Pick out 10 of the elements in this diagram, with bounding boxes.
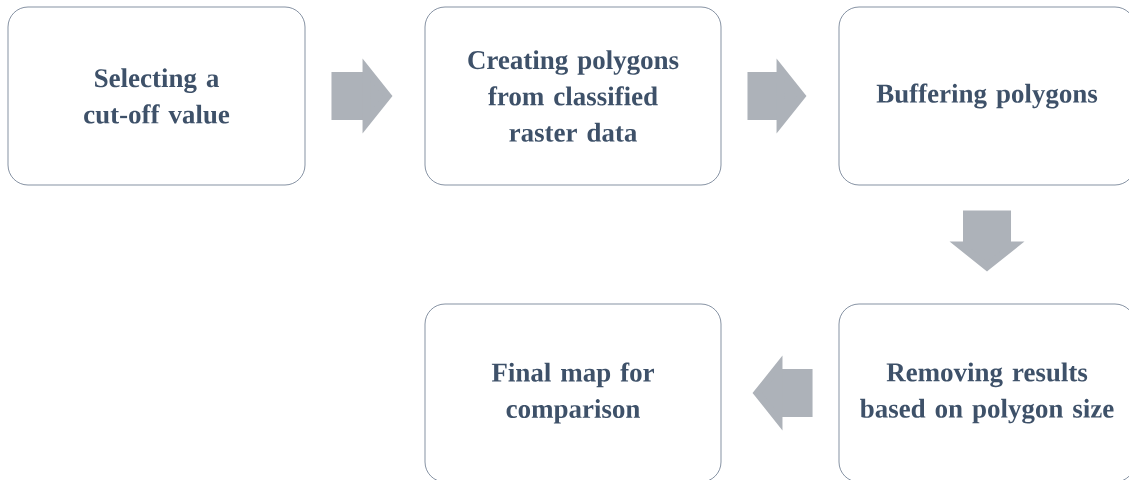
step-label: Buffering polygons: [876, 83, 1098, 109]
process-box: [838, 6, 1129, 186]
process-box: [7, 6, 306, 186]
step-label: Final map for comparison: [491, 362, 654, 424]
process-box: [838, 303, 1129, 480]
process-box: [424, 303, 722, 480]
step-label: Selecting a cut-off value: [84, 68, 230, 124]
step-label: Removing results based on polygon size: [860, 362, 1114, 424]
step-label: Creating polygons from classified raster data: [468, 50, 679, 142]
process-box: [424, 6, 722, 186]
